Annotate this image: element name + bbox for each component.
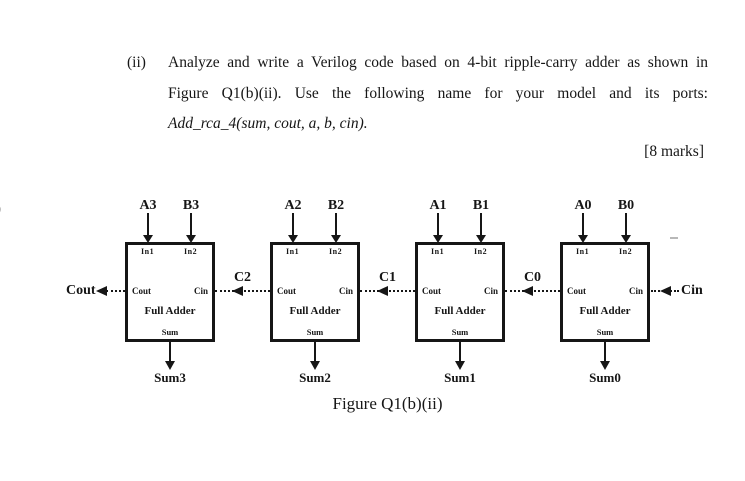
page-edge-artifact: ) (0, 201, 1, 218)
block-title: Full Adder (434, 305, 486, 317)
port-label-in1: In1 (576, 247, 590, 256)
port-label-cout: Cout (567, 286, 587, 296)
port-label-in2: In2 (184, 247, 198, 256)
full-adder-cluster-bit0: A0 B0 In1 In2 Cout Cin Full Adder Sum Su… (560, 196, 650, 388)
output-label-sum1: Sum1 (444, 370, 476, 385)
port-label-in1: In1 (431, 247, 445, 256)
block-title: Full Adder (289, 305, 341, 317)
arrow-down-icon (310, 361, 320, 370)
arrow-down-icon (433, 235, 443, 243)
port-label-cin: Cin (483, 286, 498, 296)
port-label-cout: Cout (277, 286, 297, 296)
arrow-down-icon (165, 361, 175, 370)
port-label-cin: Cin (193, 286, 208, 296)
port-label-cout: Cout (132, 286, 152, 296)
block-title: Full Adder (579, 305, 631, 317)
input-label-a0: A0 (574, 198, 592, 213)
input-arrow-line (292, 213, 294, 236)
input-arrow-line (625, 213, 627, 236)
arrow-down-icon (455, 361, 465, 370)
port-label-sum: Sum (596, 327, 614, 337)
arrow-left-icon (522, 286, 533, 296)
sum-arrow-line (459, 342, 461, 362)
arrow-down-icon (331, 235, 341, 243)
input-label-a2: A2 (284, 198, 302, 213)
port-label-cin: Cin (338, 286, 353, 296)
carry-link-c2: C2 (215, 270, 270, 300)
sum-arrow-line (169, 342, 171, 362)
external-cout-label: Cout (66, 283, 96, 298)
arrow-left-icon (96, 286, 107, 296)
block-title: Full Adder (144, 305, 196, 317)
external-cin-label: Cin (681, 283, 703, 298)
full-adder-box: In1 In2 Cout Cin Full Adder Sum (270, 242, 360, 342)
port-label-in2: In2 (474, 247, 488, 256)
carry-label-c1: C1 (378, 270, 397, 285)
output-label-sum2: Sum2 (299, 370, 331, 385)
input-label-b2: B2 (327, 198, 345, 213)
carry-wire (106, 290, 125, 292)
question-text-line-1: Analyze and write a Verilog code based o… (168, 54, 708, 71)
full-adder-box: In1 In2 Cout Cin Full Adder Sum (415, 242, 505, 342)
input-label-b3: B3 (182, 198, 200, 213)
output-label-sum0: Sum0 (589, 370, 621, 385)
arrow-left-icon (232, 286, 243, 296)
arrow-left-icon (377, 286, 388, 296)
full-adder-cluster-bit2: A2 B2 In1 In2 Cout Cin Full Adder Sum Su… (270, 196, 360, 388)
arrow-down-icon (621, 235, 631, 243)
carry-link-c1: C1 (360, 270, 415, 300)
input-arrow-line (335, 213, 337, 236)
arrow-down-icon (476, 235, 486, 243)
full-adder-cluster-bit1: A1 B1 In1 In2 Cout Cin Full Adder Sum Su… (415, 196, 505, 388)
input-label-b0: B0 (617, 198, 635, 213)
sum-arrow-line (604, 342, 606, 362)
output-label-sum3: Sum3 (154, 370, 186, 385)
full-adder-box: In1 In2 Cout Cin Full Adder Sum (125, 242, 215, 342)
arrow-down-icon (288, 235, 298, 243)
port-label-in2: In2 (619, 247, 633, 256)
figure-caption: Figure Q1(b)(ii) (332, 394, 443, 413)
port-label-sum: Sum (161, 327, 179, 337)
input-arrow-line (147, 213, 149, 236)
port-label-sum: Sum (451, 327, 469, 337)
port-label-in1: In1 (141, 247, 155, 256)
sum-arrow-line (314, 342, 316, 362)
port-label-in2: In2 (329, 247, 343, 256)
carry-link-c0: C0 (505, 270, 560, 300)
input-arrow-line (480, 213, 482, 236)
full-adder-cluster-bit3: A3 B3 In1 In2 Cout Cin Full Adder Sum Su… (125, 196, 215, 388)
scan-noise-artifact (670, 237, 678, 239)
input-arrow-line (437, 213, 439, 236)
question-module-signature: Add_rca_4(sum, cout, a, b, cin). (168, 115, 368, 132)
marks-label: [8 marks] (644, 143, 704, 160)
question-item-marker: (ii) (127, 54, 146, 71)
arrow-down-icon (578, 235, 588, 243)
full-adder-box: In1 In2 Cout Cin Full Adder Sum (560, 242, 650, 342)
carry-label-c0: C0 (523, 270, 542, 285)
port-label-in1: In1 (286, 247, 300, 256)
arrow-down-icon (600, 361, 610, 370)
arrow-left-icon (660, 286, 671, 296)
port-label-sum: Sum (306, 327, 324, 337)
carry-label-c2: C2 (233, 270, 252, 285)
input-label-b1: B1 (472, 198, 490, 213)
input-label-a3: A3 (139, 198, 157, 213)
port-label-cin: Cin (628, 286, 643, 296)
input-arrow-line (190, 213, 192, 236)
input-arrow-line (582, 213, 584, 236)
input-label-a1: A1 (429, 198, 447, 213)
arrow-down-icon (186, 235, 196, 243)
arrow-down-icon (143, 235, 153, 243)
port-label-cout: Cout (422, 286, 442, 296)
question-text-line-2: Figure Q1(b)(ii). Use the following name… (168, 85, 708, 102)
